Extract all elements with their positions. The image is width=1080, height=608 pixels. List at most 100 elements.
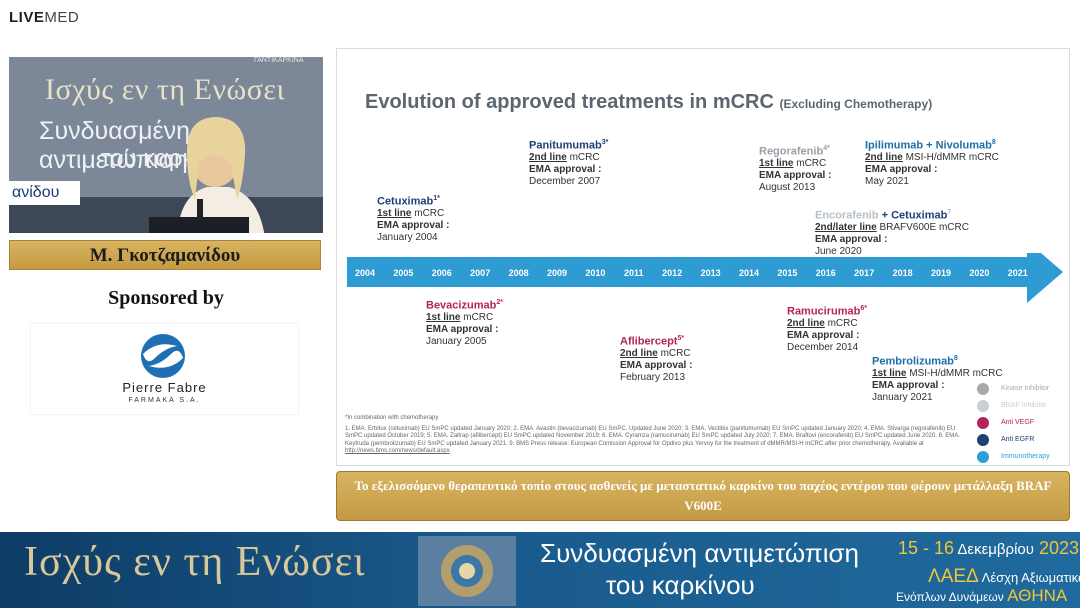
year-tick-label: 2007 [470,268,490,278]
lectern [149,217,249,233]
year-tick-label: 2009 [547,268,567,278]
drug-ema-label: EMA approval : [815,233,888,245]
drug-indication: 1st line mCRC [377,207,445,219]
video-name-plate: ανίδου [9,181,80,205]
year-tick-label: 2012 [662,268,682,278]
drug-name: Aflibercept5* [620,335,685,348]
sponsor-subname: FARMAKA S.A. [128,397,201,404]
legend-swatch [977,400,989,412]
year-tick-label: 2014 [739,268,759,278]
drug-approval-date: December 2014 [787,341,859,353]
year-tick-label: 2005 [393,268,413,278]
presentation-slide: Evolution of approved treatments in mCRC… [336,48,1070,466]
drug-indication: 1st line MSI-H/dMMR mCRC [872,367,1003,379]
sponsor-logo-box: Pierre Fabre FARMAKA S.A. [31,324,298,414]
drug-name: Ipilimumab + Nivolumab8 [865,139,996,152]
drug-indication: 1st line mCRC [759,157,827,169]
legend-label: Anti EGFR [1001,436,1035,443]
banner-venue: ΛΑΕΔ Λέσχη Αξιωματικών [928,566,1080,587]
sponsored-heading: Sponsored by [108,287,224,309]
year-tick-label: 2008 [509,268,529,278]
speaker-figure [177,117,265,233]
year-tick-label: 2013 [701,268,721,278]
slide-title-note: (Excluding Chemotherapy) [779,97,933,111]
timeline-axis: 2004 2005 2006 2007 2008 2009 2010 2011 2012 2013… [347,253,1063,303]
year-tick-label: 2019 [931,268,951,278]
drug-ema-label: EMA approval : [620,359,693,371]
drug-ema-label: EMA approval : [426,323,499,335]
slide-caption: Το εξελισσόμενο θεραπευτικό τοπίο στους … [336,471,1070,521]
drug-approval-date: May 2021 [865,175,909,187]
year-tick-label: 2018 [893,268,913,278]
drug-name: Pembrolizumab8 [872,355,958,368]
legend-swatch [977,451,989,463]
drug-indication: 2nd line mCRC [620,347,691,359]
year-tick-label: 2006 [432,268,452,278]
banner-date: 15 - 16 Δεκεμβρίου 2023 [898,538,1080,558]
drug-name: Encorafenib + Cetuximab7 [815,209,952,222]
year-tick-label: 2011 [624,268,644,278]
drug-approval-date: January 2021 [872,391,933,403]
banner-venue-city: Ενόπλων Δυνάμεων ΑΘΗΝΑ [896,586,1068,605]
event-banner: Ισχύς εν τη Ενώσει Συνδυασμένη αντιμετώπ… [0,532,1080,608]
drug-approval-date: January 2004 [377,231,438,243]
year-tick-label: 2004 [355,268,375,278]
legend-label: Immunotherapy [1001,453,1050,460]
backdrop-small-text: ΓΑΝΤΙΚΑΡΚΙΝΑ [254,57,304,64]
drug-indication: 2nd line mCRC [529,151,600,163]
slide-references: *In combination with chemotherapy 1. EMA… [345,415,961,456]
combination-note: *In combination with chemotherapy [345,415,439,421]
year-tick-label: 2010 [585,268,605,278]
year-tick-label: 2020 [969,268,989,278]
legend-swatch [977,417,989,429]
drug-name: Panitumumab3* [529,139,609,152]
year-tick-label: 2015 [777,268,797,278]
drug-name: Ramucirumab6* [787,305,867,318]
drug-approval-date: August 2013 [759,181,816,193]
sponsor-name: Pierre Fabre [122,380,207,395]
drug-approval-date: June 2020 [815,245,862,257]
drug-ema-label: EMA approval : [865,163,938,175]
banner-subtitle-2: του καρκίνου [606,570,755,600]
drug-name: Regorafenib4* [759,145,830,158]
speaker-video: ΓΑΝΤΙΚΑΡΚΙΝΑ Ισχύς εν τη Ενώσει Συνδυασμ… [9,57,323,233]
drug-name: Cetuximab1* [377,195,440,208]
drug-approval-date: December 2007 [529,175,601,187]
legend-swatch [977,434,989,446]
legend-label: Kinase Inhibitor [1001,385,1050,392]
speaker-name-bar: Μ. Γκοτζαμανίδου [9,240,321,270]
banner-title: Ισχύς εν τη Ενώσει [24,539,366,585]
year-tick-label: 2017 [854,268,874,278]
banner-subtitle-1: Συνδυασμένη αντιμετώπιση [540,538,860,568]
backdrop-title: Ισχύς εν τη Ενώσει [45,73,286,106]
year-tick-label: 2021 [1008,268,1028,278]
livemed-logo: LIVEMED [9,9,80,26]
legend-label: BRAF Inhibitor [1001,402,1047,409]
drug-indication: 1st line mCRC [426,311,494,323]
reference-link[interactable]: http://news.bms.com/news/default.aspx [345,448,450,454]
legend-swatch [977,383,989,395]
year-tick-label: 2016 [816,268,836,278]
timeline-arrowhead [1027,253,1063,303]
reference-text: 1. EMA. Erbitux (cetuximab) EU SmPC upda… [345,425,960,447]
legend-label: Anti VEGF [1001,419,1035,426]
drug-indication: 2nd/later line BRAFV600E mCRC [815,221,969,233]
timeline-band [347,257,1027,287]
drug-ema-label: EMA approval : [787,329,860,341]
backdrop-subtitle-1: Συνδυασμένη αντιμετώπιση [39,117,191,174]
pierre-fabre-logo-icon [141,334,185,378]
drug-name: Bevacizumab2* [426,299,503,312]
drug-ema-label: EMA approval : [529,163,602,175]
banner-emblem-icon [418,536,516,606]
drug-indication: 2nd line mCRC [787,317,858,329]
drug-indication: 2nd line MSI-H/dMMR mCRC [865,151,999,163]
